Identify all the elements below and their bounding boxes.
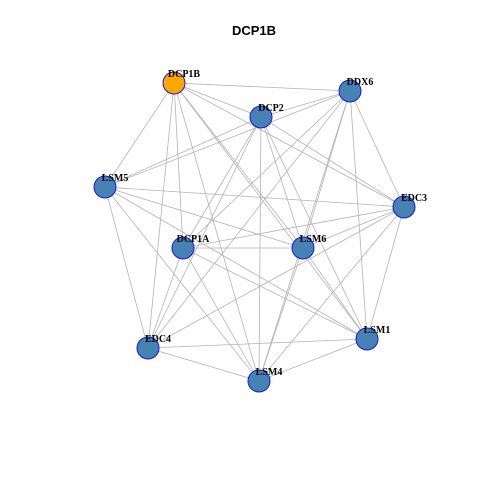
node-circle-ddx6 bbox=[338, 79, 362, 103]
node-lsm4: LSM4 bbox=[247, 367, 283, 393]
edge-dcp2-edc4 bbox=[147, 116, 262, 349]
edge-lsm5-lsm4 bbox=[104, 186, 260, 382]
edge-layer bbox=[104, 82, 405, 382]
node-label-lsm6: LSM6 bbox=[300, 234, 327, 245]
node-circle-lsm4 bbox=[247, 369, 271, 393]
edge-ddx6-lsm1 bbox=[349, 90, 368, 340]
node-label-ddx6: DDX6 bbox=[347, 77, 374, 88]
edge-ddx6-dcp2 bbox=[260, 90, 351, 118]
edge-dcp1a-lsm4 bbox=[182, 247, 260, 382]
node-label-dcp2: DCP2 bbox=[258, 103, 284, 114]
node-label-lsm4: LSM4 bbox=[256, 367, 283, 378]
edge-dcp2-lsm5 bbox=[104, 116, 262, 188]
edge-dcp1b-lsm6 bbox=[173, 82, 304, 249]
edge-lsm5-edc4 bbox=[104, 186, 149, 349]
node-edc3: EDC3 bbox=[392, 193, 427, 219]
edge-dcp1b-ddx6 bbox=[173, 82, 351, 92]
node-dcp1a: DCP1A bbox=[171, 234, 211, 260]
edge-edc4-lsm1 bbox=[147, 338, 368, 349]
edge-dcp1b-dcp1a bbox=[173, 82, 184, 249]
edge-edc3-lsm1 bbox=[366, 206, 405, 340]
node-label-dcp1a: DCP1A bbox=[177, 234, 211, 245]
node-circle-dcp1a bbox=[171, 236, 195, 260]
edge-lsm5-lsm1 bbox=[104, 186, 368, 340]
node-circle-lsm5 bbox=[93, 175, 117, 199]
edge-ddx6-edc4 bbox=[147, 90, 351, 349]
edge-ddx6-edc3 bbox=[349, 90, 405, 208]
node-label-dcp1b: DCP1B bbox=[168, 69, 201, 80]
node-lsm1: LSM1 bbox=[355, 325, 391, 351]
node-lsm5: LSM5 bbox=[93, 173, 129, 199]
node-circle-edc4 bbox=[136, 336, 160, 360]
edge-ddx6-lsm4 bbox=[258, 90, 351, 382]
node-circle-lsm6 bbox=[291, 236, 315, 260]
edge-ddx6-dcp1a bbox=[182, 90, 351, 249]
edge-edc3-edc4 bbox=[147, 206, 405, 349]
edge-dcp1b-lsm5 bbox=[104, 82, 175, 188]
edge-dcp1a-edc4 bbox=[147, 247, 184, 349]
edge-dcp2-lsm6 bbox=[260, 116, 304, 249]
edge-dcp1b-dcp2 bbox=[173, 82, 262, 118]
edge-dcp2-lsm4 bbox=[258, 116, 262, 382]
edge-edc3-lsm4 bbox=[258, 206, 405, 382]
edge-lsm6-lsm1 bbox=[302, 247, 368, 340]
node-circle-lsm1 bbox=[355, 327, 379, 351]
edge-dcp1b-lsm1 bbox=[173, 82, 368, 340]
edge-dcp2-dcp1a bbox=[182, 116, 262, 249]
edge-edc3-dcp1a bbox=[182, 206, 405, 249]
edge-lsm5-edc3 bbox=[104, 186, 405, 208]
node-circle-edc3 bbox=[392, 195, 416, 219]
edge-edc4-lsm4 bbox=[147, 347, 260, 382]
edge-dcp1a-lsm1 bbox=[182, 247, 368, 340]
node-label-lsm5: LSM5 bbox=[102, 173, 129, 184]
edge-dcp1b-edc3 bbox=[173, 82, 405, 208]
edge-dcp1b-lsm4 bbox=[173, 82, 260, 382]
edge-lsm5-lsm6 bbox=[104, 186, 304, 249]
node-ddx6: DDX6 bbox=[338, 77, 374, 103]
node-label-edc3: EDC3 bbox=[401, 193, 427, 204]
node-circle-dcp1b bbox=[162, 71, 186, 95]
edge-dcp1b-edc4 bbox=[147, 82, 175, 349]
edge-lsm4-lsm1 bbox=[258, 338, 368, 382]
edge-edc3-lsm6 bbox=[302, 206, 405, 249]
node-label-lsm1: LSM1 bbox=[364, 325, 391, 336]
node-circle-dcp2 bbox=[249, 105, 273, 129]
node-dcp1b: DCP1B bbox=[162, 69, 201, 95]
node-lsm6: LSM6 bbox=[291, 234, 327, 260]
node-edc4: EDC4 bbox=[136, 334, 171, 360]
edge-dcp2-edc3 bbox=[260, 116, 405, 208]
edge-lsm6-lsm4 bbox=[258, 247, 304, 382]
diagram-title: DCP1B bbox=[232, 23, 276, 38]
node-dcp2: DCP2 bbox=[249, 103, 284, 129]
edge-ddx6-lsm5 bbox=[104, 90, 351, 188]
node-label-edc4: EDC4 bbox=[145, 334, 171, 345]
edge-dcp2-lsm1 bbox=[260, 116, 368, 340]
